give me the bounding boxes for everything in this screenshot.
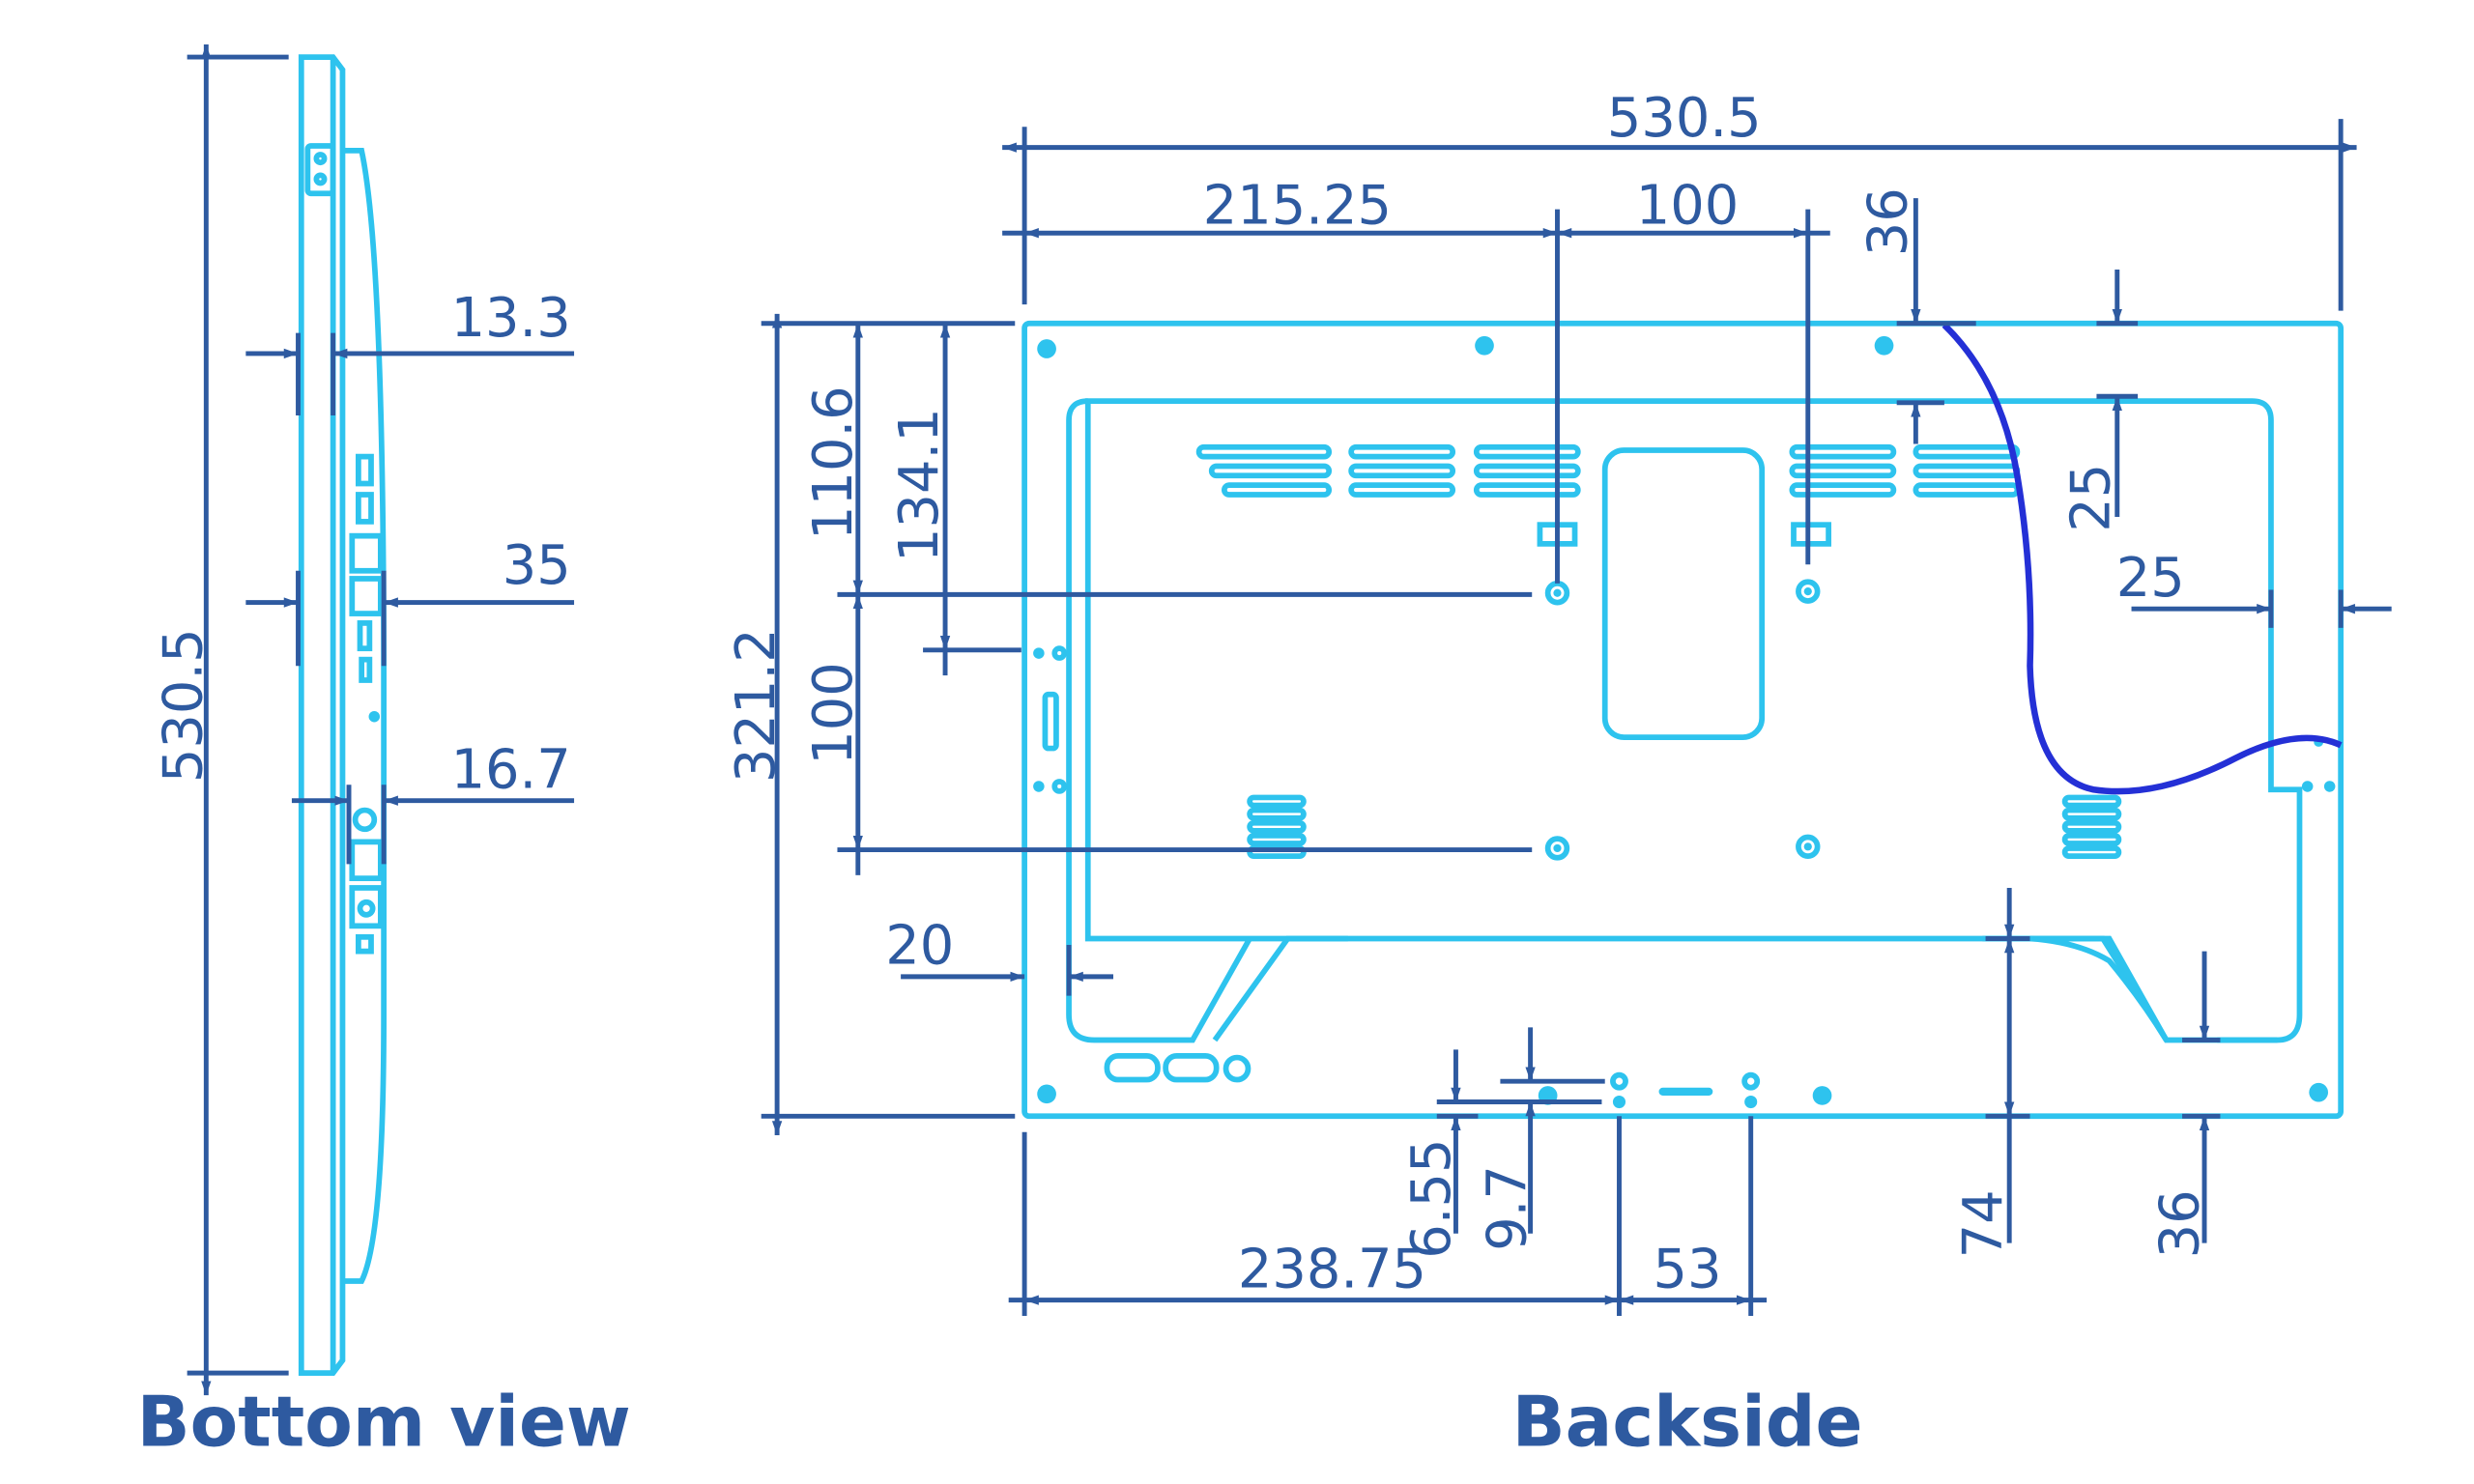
bottom-view-outline — [298, 54, 387, 1376]
backside-hole-spacing-y-dimension: 100 — [802, 594, 1533, 875]
backside-bottom-spacing-x-dimension: 53 — [1619, 1116, 1768, 1317]
backside-bottom-9-7-label: 9.7 — [1477, 1165, 1539, 1251]
backside-width-dimension: 530.5 — [1002, 87, 2357, 311]
backside-height-label: 321.2 — [725, 628, 788, 783]
bottom-view-thickness-35-label: 35 — [503, 534, 571, 597]
backside-bottom-spacing-x-label: 53 — [1654, 1239, 1722, 1301]
bottom-view-height-dimension: 530.5 — [152, 43, 289, 1396]
backside-hole-offset-x-label: 215.25 — [1203, 174, 1392, 237]
backside-side-frame-25-label: 25 — [2116, 547, 2185, 610]
bottom-view-thickness-13-3-dimension: 13.3 — [245, 287, 575, 415]
backside-hole-offset-y-label: 110.6 — [802, 385, 865, 540]
bottom-view-caption: Bottom view — [137, 1383, 631, 1464]
backside-bottom-74-label: 74 — [1952, 1189, 2015, 1258]
backside-view: 530.5 215.25 100 36 — [725, 87, 2392, 1464]
bottom-view-thickness-16-7-dimension: 16.7 — [291, 739, 575, 865]
backside-side-frame-25-dimension: 25 — [2116, 547, 2392, 628]
backside-bottom-offset-x-dimension: 238.75 — [1008, 1116, 1622, 1317]
bottom-view-thickness-13-3-label: 13.3 — [451, 287, 571, 350]
backside-hole-spacing-x-label: 100 — [1636, 174, 1739, 237]
backside-hole-spacing-x-dimension: 100 — [1555, 174, 1830, 584]
backside-top-36-label: 36 — [1857, 187, 1920, 256]
backside-top-frame-25-label: 25 — [2060, 464, 2123, 532]
bottom-view-thickness-16-7-label: 16.7 — [451, 739, 571, 802]
backside-outline — [1021, 320, 2345, 1120]
backside-height-dimension: 321.2 — [725, 313, 1016, 1135]
bottom-view-height-label: 530.5 — [152, 628, 215, 783]
backside-bottom-offset-x-label: 238.75 — [1238, 1239, 1426, 1301]
backside-bottom-6-55-dimension: 6.55 — [1400, 1049, 1602, 1259]
backside-bottom-36-label: 36 — [2148, 1189, 2211, 1258]
backside-hole-spacing-y-label: 100 — [802, 662, 865, 764]
backside-bottom-74-dimension: 74 — [1952, 887, 2030, 1258]
backside-hole-offset-y-dimension: 110.6 — [802, 323, 1533, 597]
bottom-view: 530.5 13.3 35 16.7 Bottom view — [137, 43, 631, 1464]
backside-side-frame-20-label: 20 — [885, 915, 954, 978]
backside-bottom-6-55-label: 6.55 — [1400, 1139, 1463, 1259]
backside-caption: Backside — [1512, 1383, 1863, 1464]
backside-bottom-36-dimension: 36 — [2148, 951, 2221, 1258]
bottom-view-thickness-35-dimension: 35 — [245, 534, 575, 667]
backside-width-label: 530.5 — [1607, 87, 1762, 150]
backside-top-36-dimension: 36 — [1857, 187, 1976, 444]
cable — [1942, 323, 2343, 795]
backside-hole-offset-x-dimension: 215.25 — [1002, 174, 1558, 239]
backside-side-frame-20-dimension: 20 — [885, 915, 1113, 996]
backside-bottom-9-7-dimension: 9.7 — [1477, 1027, 1605, 1251]
backside-mid-hole-offset-y-dimension: 134.1 — [888, 323, 1021, 676]
backside-top-frame-25-dimension: 25 — [2060, 269, 2139, 532]
backside-mid-hole-offset-y-label: 134.1 — [888, 408, 951, 562]
